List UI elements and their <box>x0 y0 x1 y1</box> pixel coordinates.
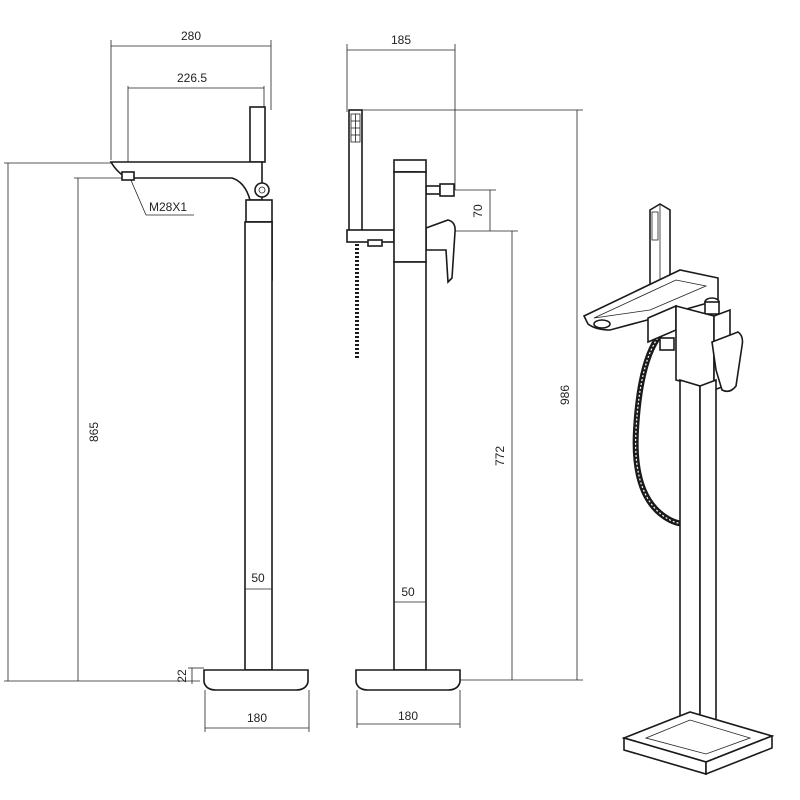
label-total-height: 986 <box>558 385 572 405</box>
label-pipe-side: 50 <box>401 585 415 599</box>
dim-base-thickness: 22 <box>175 667 204 684</box>
isometric-view <box>582 203 775 776</box>
dim-width-overall-side: 185 <box>346 33 456 190</box>
label-pipe-front: 50 <box>251 571 265 585</box>
label-spout-reach: 226.5 <box>177 71 207 85</box>
dim-width-overall-front: 280 <box>110 29 272 160</box>
front-view: 280 226.5 890 865 M28X1 <box>4 29 310 732</box>
label-base-front: 180 <box>247 711 267 725</box>
label-thread: M28X1 <box>149 200 187 214</box>
label-spout-height: 865 <box>87 422 101 442</box>
label-width-overall-side: 185 <box>391 33 411 47</box>
handshower-spray-face <box>350 113 361 143</box>
dim-total-height: 986 <box>355 109 583 681</box>
dim-pipe-front: 50 <box>245 571 272 590</box>
thread-callout: M28X1 <box>129 177 194 216</box>
iso-spray-face <box>651 211 659 241</box>
dim-spout-height: 865 <box>74 177 124 681</box>
dim-pipe-side: 50 <box>394 585 426 603</box>
dim-base-side: 180 <box>356 690 461 728</box>
dim-spout-reach: 226.5 <box>127 71 265 172</box>
dim-height-left: 890 <box>4 162 118 681</box>
label-handle-offset: 70 <box>471 204 485 218</box>
label-handle-height: 772 <box>493 446 507 466</box>
label-width-overall-front: 280 <box>181 29 201 43</box>
side-view: 185 986 772 70 <box>346 33 583 728</box>
dim-handle-height: 772 <box>446 230 518 680</box>
dim-handle-offset: 70 <box>455 189 496 231</box>
label-base-thickness: 22 <box>175 669 189 683</box>
label-base-side: 180 <box>398 709 418 723</box>
dim-base-front: 180 <box>204 690 310 732</box>
